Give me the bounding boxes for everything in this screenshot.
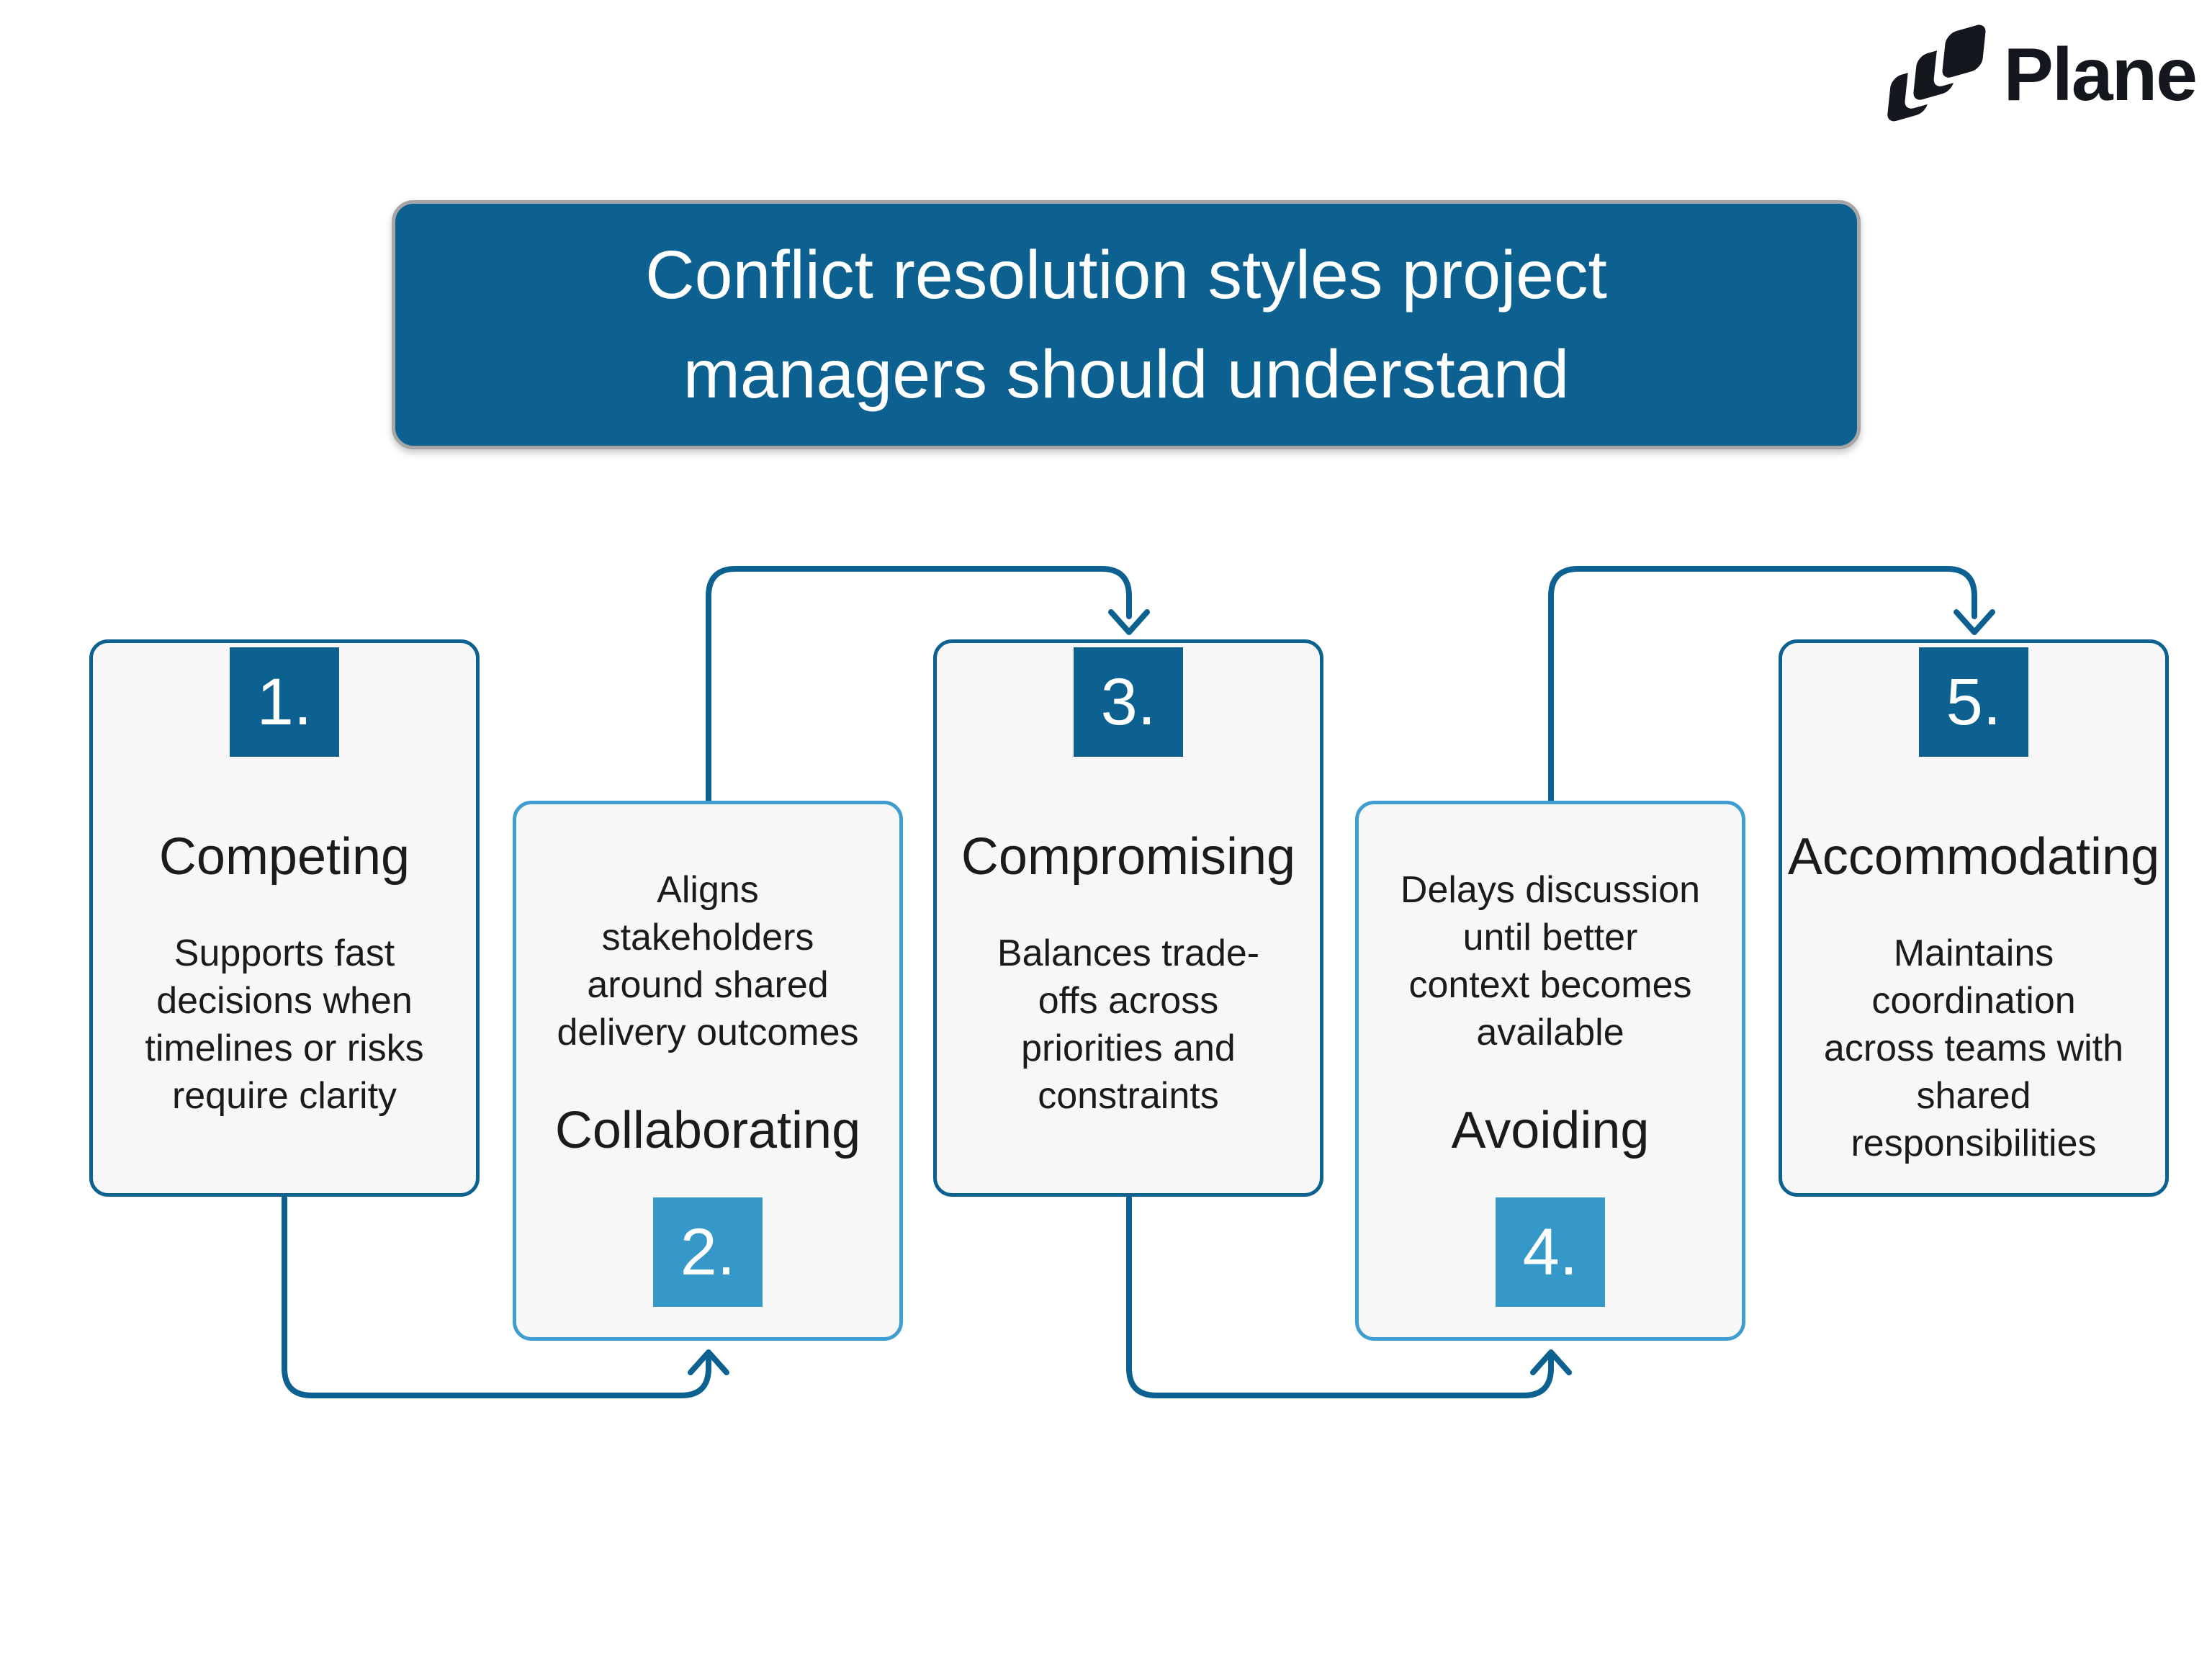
number-badge-3: 3. xyxy=(1074,647,1183,757)
arrowhead-up-icon xyxy=(688,1349,729,1375)
number-label: 3. xyxy=(1100,665,1156,739)
number-label: 2. xyxy=(680,1215,736,1289)
card-description: Delays discussion until better context b… xyxy=(1400,869,1701,1053)
number-badge-1: 1. xyxy=(230,647,339,757)
card-title: Avoiding xyxy=(1451,1102,1650,1159)
number-badge-2: 2. xyxy=(653,1197,763,1307)
logo-panel-front xyxy=(1941,22,1987,81)
card-description: Supports fast decisions when timelines o… xyxy=(145,932,424,1117)
title-banner: Conflict resolution styles project manag… xyxy=(392,200,1861,449)
card-description: Aligns stakeholders around shared delive… xyxy=(557,869,859,1053)
arrowhead-down-icon xyxy=(1954,609,1995,635)
card-title: Accommodating xyxy=(1787,828,2160,886)
card-description: Maintains coordination across teams with… xyxy=(1823,932,2124,1164)
card-collaborating: Aligns stakeholders around shared delive… xyxy=(513,801,903,1341)
arrowhead-up-icon xyxy=(1530,1349,1572,1375)
arrowhead-down-icon xyxy=(1108,609,1150,635)
brand-name: Plane xyxy=(2003,33,2198,117)
card-competing: 1. Competing Supports fast decisions whe… xyxy=(89,639,480,1197)
number-label: 4. xyxy=(1522,1215,1578,1289)
title-line-1: Conflict resolution styles project xyxy=(645,237,1607,313)
number-badge-4: 4. xyxy=(1496,1197,1605,1307)
card-title: Compromising xyxy=(961,828,1296,886)
card-accommodating: 5. Accommodating Maintains coordination … xyxy=(1779,639,2169,1197)
card-avoiding: Delays discussion until better context b… xyxy=(1355,801,1745,1341)
card-title: Collaborating xyxy=(554,1102,861,1159)
card-description: Balances trade-offs across priorities an… xyxy=(997,932,1260,1117)
title-line-2: managers should understand xyxy=(683,336,1570,413)
card-compromising: 3. Compromising Balances trade-offs acro… xyxy=(933,639,1323,1197)
plane-logo-icon xyxy=(1886,20,1994,130)
plane-logo: Plane xyxy=(1886,22,2198,124)
number-badge-5: 5. xyxy=(1919,647,2028,757)
number-label: 1. xyxy=(256,665,313,739)
number-label: 5. xyxy=(1946,665,2002,739)
card-title: Competing xyxy=(158,828,410,886)
